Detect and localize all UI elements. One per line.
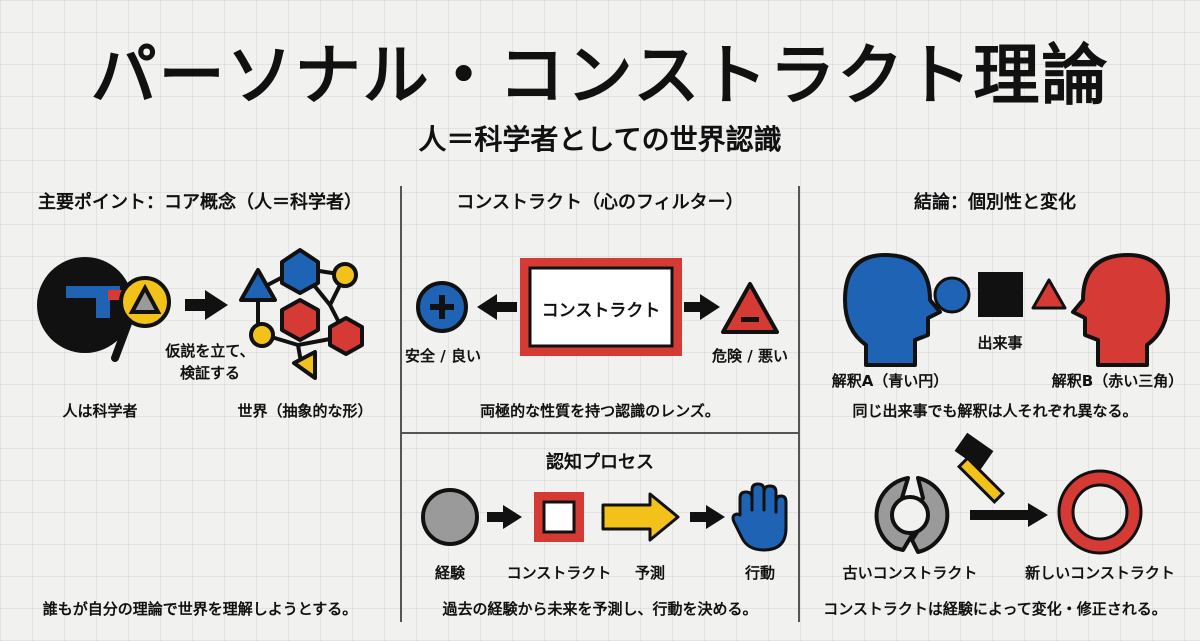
event-label: 出来事 [977, 334, 1023, 352]
abstract-world-network [239, 248, 364, 380]
red-triangle-icon [1031, 278, 1067, 310]
event-square-icon [978, 272, 1023, 317]
new-construct-label: 新しいコンストラクト [1025, 564, 1175, 582]
hand-icon [731, 482, 788, 552]
process-step-label: コンストラクト [506, 564, 612, 582]
divider-middle [400, 432, 800, 434]
left-heading: 主要ポイント：コア概念（人＝科学者） [38, 192, 362, 213]
hypothesis-label: 仮説を立て、 検証する [165, 342, 255, 382]
new-construct-ring-icon [1059, 471, 1141, 553]
divider-left [400, 186, 402, 622]
arrow-right-icon [970, 503, 1048, 527]
right-footer: コンストラクトは経験によって変化・修正される。 [823, 600, 1167, 618]
prediction-arrow-icon [601, 492, 680, 542]
good-label: 安全 / 良い [405, 347, 481, 365]
process-step-label: 経験 [434, 564, 465, 582]
minus-triangle-icon [721, 282, 779, 334]
divider-right [798, 186, 800, 622]
process-step-label: 予測 [634, 564, 665, 582]
left-footer: 誰もが自分の理論で世界を理解しようとする。 [42, 600, 358, 618]
right-caption: 同じ出来事でも解釈は人それぞれ異なる。 [852, 402, 1138, 420]
middle-footer: 過去の経験から未来を予測し、行動を決める。 [442, 600, 758, 618]
broken-circle-icon [874, 476, 950, 554]
person-label: 人は科学者 [62, 402, 138, 420]
blue-circle-icon [933, 276, 971, 314]
arrow-right-icon [185, 290, 228, 320]
magnifier-icon [111, 276, 171, 362]
interp-a-label: 解釈A（青い円） [831, 372, 949, 390]
construct-box-label: コンストラクト [541, 301, 661, 321]
blue-head-icon [843, 253, 942, 367]
right-heading: 結論：個別性と変化 [914, 192, 1076, 213]
arrow-right-icon [690, 505, 725, 529]
interp-b-label: 解釈B（赤い三角） [1051, 372, 1184, 390]
bad-label: 危険 / 悪い [712, 347, 788, 365]
red-head-icon [1071, 253, 1170, 367]
page-subtitle: 人＝科学者としての世界認識 [418, 123, 782, 156]
experience-circle-icon [421, 488, 479, 546]
scientist-head-icon [37, 257, 133, 353]
arrow-right-icon [684, 294, 720, 320]
middle-caption: 両極的な性質を持つ認識のレンズ。 [480, 402, 720, 420]
middle-heading: コンストラクト（心のフィルター） [456, 192, 744, 213]
old-construct-label: 古いコンストラクト [842, 564, 978, 582]
process-step-label: 行動 [744, 564, 775, 582]
arrow-left-icon [477, 294, 517, 320]
hammer-icon [954, 432, 1006, 505]
world-label: 世界（抽象的な形） [237, 402, 373, 420]
plus-circle-icon [416, 281, 468, 333]
page-title: パーソナル・コンストラクト理論 [90, 37, 1110, 114]
arrow-right-icon [487, 505, 522, 529]
process-heading: 認知プロセス [546, 452, 654, 473]
